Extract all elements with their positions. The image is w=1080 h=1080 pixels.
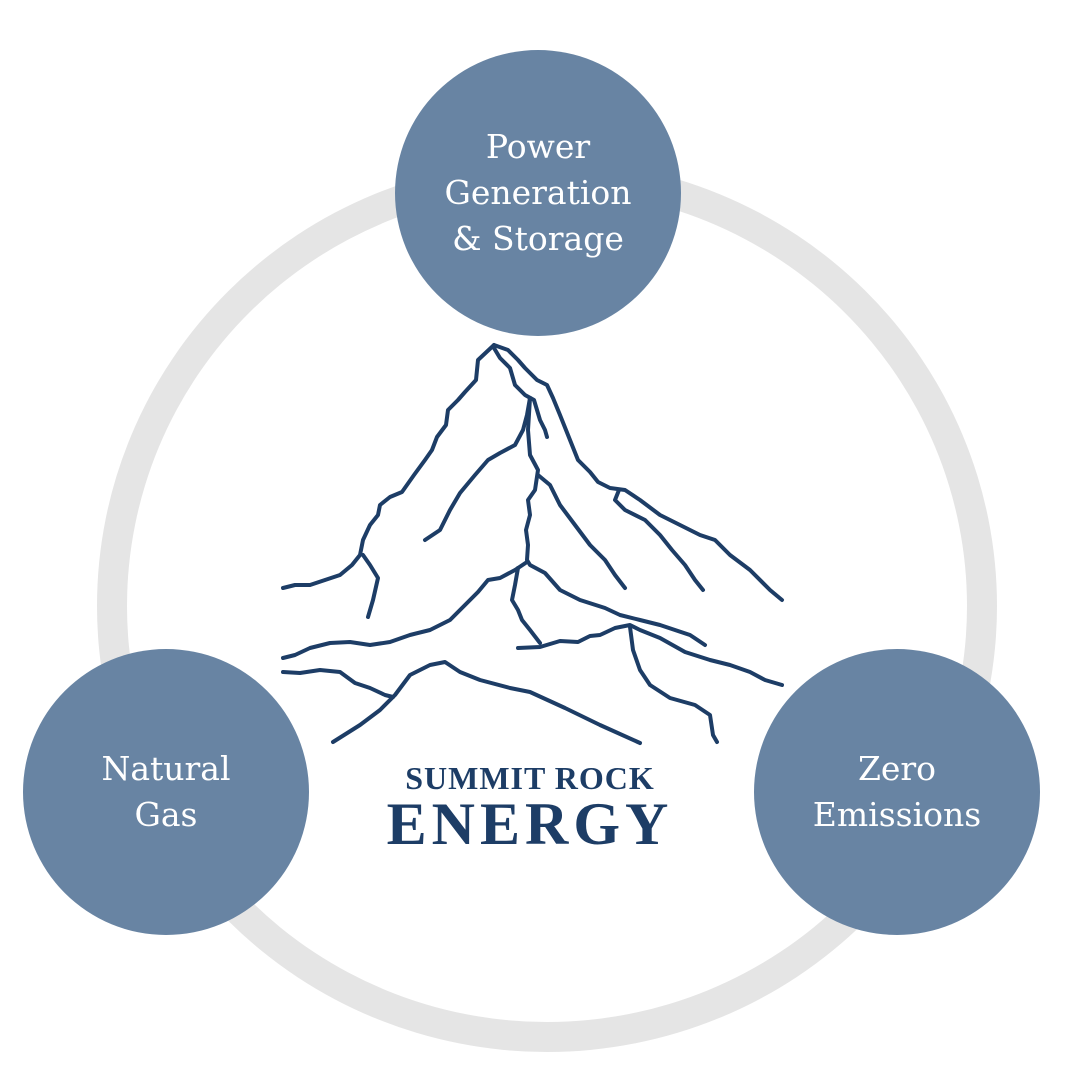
node-label: Zero bbox=[857, 749, 937, 788]
node-label: Power bbox=[485, 127, 591, 166]
mountain-line bbox=[331, 660, 642, 745]
mountain-line bbox=[628, 625, 719, 744]
node-power-generation-storage: Power Generation & Storage bbox=[395, 50, 681, 336]
logo-line-2: ENERGY bbox=[386, 791, 674, 857]
mountain-line bbox=[281, 668, 395, 699]
mountain-line bbox=[516, 623, 784, 687]
mountain-line bbox=[492, 346, 549, 439]
mountain-line bbox=[613, 488, 705, 592]
node-label: Emissions bbox=[812, 795, 982, 834]
node-label: Generation bbox=[444, 173, 632, 212]
mountain-line bbox=[524, 396, 707, 647]
node-label: Gas bbox=[134, 795, 198, 834]
mountain-line bbox=[492, 343, 784, 602]
node-natural-gas: Natural Gas bbox=[23, 649, 309, 935]
mountain-line bbox=[281, 343, 496, 590]
node-label: Natural bbox=[101, 749, 231, 788]
mountain-line bbox=[536, 473, 627, 590]
company-logo: SUMMIT ROCK ENERGY bbox=[380, 760, 680, 857]
mountain-line bbox=[281, 560, 529, 660]
mountain-line bbox=[510, 566, 542, 645]
node-zero-emissions: Zero Emissions bbox=[754, 649, 1040, 935]
mountain-line bbox=[361, 553, 380, 619]
mountain-line bbox=[423, 396, 532, 542]
logo-line-1: SUMMIT ROCK bbox=[405, 760, 655, 796]
node-label: & Storage bbox=[452, 219, 624, 258]
